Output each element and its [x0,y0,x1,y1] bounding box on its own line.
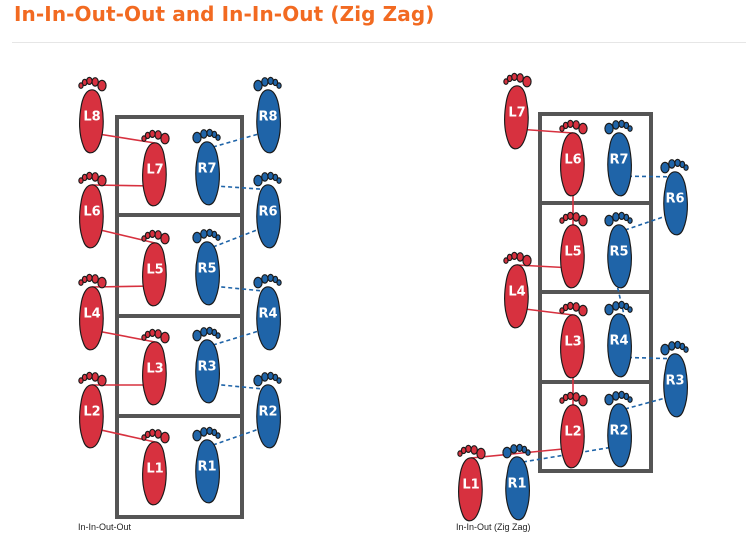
foot-l4: L4 [78,273,107,351]
foot-label: L2 [564,425,581,440]
foot-l8: L8 [78,76,107,154]
foot-label: R4 [258,307,277,322]
foot-label: R5 [197,262,216,277]
foot-label: R3 [197,360,216,375]
foot-l3: L3 [141,328,170,406]
foot-label: R7 [197,162,216,177]
foot-r4: R4 [604,300,633,378]
foot-label: L4 [508,285,525,300]
foot-r2: R2 [604,390,633,468]
foot-label: L3 [564,335,581,350]
foot-l4: L4 [503,251,532,329]
foot-l7: L7 [141,129,170,207]
foot-label: R4 [609,334,628,349]
foot-l2: L2 [78,371,107,449]
foot-r4: R4 [253,273,282,351]
foot-l6: L6 [559,119,588,197]
foot-label: R1 [507,477,526,492]
foot-label: R2 [258,405,277,420]
foot-label: L7 [508,106,525,121]
foot-l1: L1 [141,428,170,506]
foot-label: R5 [609,245,628,260]
connector-r2-r3 [200,382,275,391]
caption-in-in-out-out: In-In-Out-Out [78,522,132,532]
foot-label: R3 [665,374,684,389]
foot-label: R6 [258,205,277,220]
caption-zig-zag: In-In-Out (Zig Zag) [456,522,531,532]
page-title: In-In-Out-Out and In-In-Out (Zig Zag) [14,2,435,26]
foot-label: R8 [258,110,277,125]
foot-label: L5 [146,263,163,278]
connector-r2-r3 [624,396,670,410]
foot-l5: L5 [559,211,588,289]
foot-r5: R5 [192,228,221,306]
foot-label: R1 [197,460,216,475]
ladder-grid-zig-zag [538,112,653,473]
foot-r1: R1 [192,426,221,504]
foot-label: L3 [146,362,163,377]
foot-r7: R7 [192,128,221,206]
foot-label: L5 [564,245,581,260]
connector-r3-r4 [212,329,263,346]
foot-r7: R7 [604,119,633,197]
foot-r6: R6 [253,171,282,249]
foot-label: R7 [609,153,628,168]
foot-label: R6 [665,192,684,207]
ladder-grid-in-in-out-out [115,115,244,519]
foot-r3: R3 [192,326,221,404]
foot-label: L7 [146,163,163,178]
foot-label: L1 [462,478,479,493]
foot-label: L6 [83,205,100,220]
foot-label: L4 [83,307,100,322]
foot-r5: R5 [604,211,633,289]
connector-r6-r7 [200,184,275,191]
foot-r6: R6 [660,158,689,236]
connector-r5-r6 [624,214,670,231]
foot-l3: L3 [559,301,588,379]
foot-r3: R3 [660,340,689,418]
foot-l6: L6 [78,171,107,249]
title-divider [12,42,746,43]
foot-r8: R8 [253,76,282,154]
connector-r4-r5 [200,284,275,293]
foot-r1: R1 [502,443,531,521]
foot-l2: L2 [559,391,588,469]
connector-r7-r8 [212,132,263,148]
connector-r1-r2 [212,427,263,446]
foot-r2: R2 [253,371,282,449]
foot-label: L6 [564,153,581,168]
step-connector-lines [91,128,682,463]
foot-l7: L7 [503,72,532,150]
foot-label: L1 [146,462,163,477]
foot-label: R2 [609,424,628,439]
foot-label: L8 [83,110,100,125]
connector-r5-r6 [212,227,263,248]
foot-l5: L5 [141,229,170,307]
foot-label: L2 [83,405,100,420]
connector-l1-l2 [470,447,574,459]
foot-l1: L1 [457,444,486,522]
